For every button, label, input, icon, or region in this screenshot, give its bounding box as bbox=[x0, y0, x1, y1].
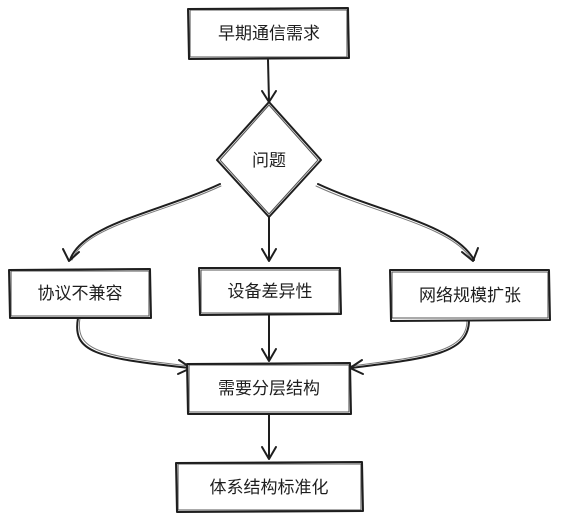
node-label: 问题 bbox=[252, 151, 286, 171]
node-problem-decision[interactable]: 问题 bbox=[216, 101, 322, 218]
node-architecture-standardization[interactable]: 体系结构标准化 bbox=[175, 461, 364, 513]
node-early-communication-needs[interactable]: 早期通信需求 bbox=[187, 7, 350, 60]
node-network-scaling[interactable]: 网络规模扩张 bbox=[389, 269, 551, 322]
node-protocol-incompatibility[interactable]: 协议不兼容 bbox=[8, 268, 152, 319]
edge-protocol-incompatibility-to-need-layering bbox=[76, 317, 192, 375]
node-label: 需要分层结构 bbox=[218, 379, 320, 399]
edge-network-scaling-to-need-layering bbox=[349, 319, 470, 375]
edge-need-layering-to-standardization bbox=[261, 413, 277, 460]
node-need-layered-structure[interactable]: 需要分层结构 bbox=[186, 362, 352, 415]
node-label: 协议不兼容 bbox=[38, 284, 123, 304]
node-label: 网络规模扩张 bbox=[419, 286, 521, 306]
edge-device-heterogeneity-to-need-layering bbox=[261, 313, 277, 362]
node-label: 体系结构标准化 bbox=[210, 478, 329, 498]
node-label: 早期通信需求 bbox=[218, 24, 320, 44]
edge-problem-to-device-heterogeneity bbox=[261, 215, 277, 262]
node-label: 设备差异性 bbox=[228, 282, 313, 302]
edge-problem-to-protocol-incompatibility bbox=[62, 183, 222, 262]
edge-problem-to-network-scaling bbox=[315, 183, 479, 262]
edge-early-needs-to-problem bbox=[261, 59, 277, 103]
node-device-heterogeneity[interactable]: 设备差异性 bbox=[198, 267, 342, 316]
